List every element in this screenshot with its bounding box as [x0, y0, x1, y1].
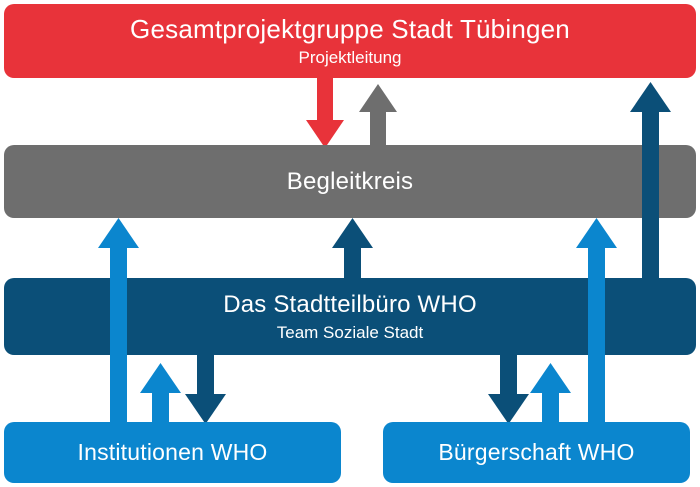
box-begleitkreis-title: Begleitkreis: [286, 167, 414, 195]
arrow-buergerschaft-to-begleitkreis-overlay: [588, 276, 605, 358]
box-institutionen-title: Institutionen WHO: [77, 439, 268, 466]
arrow-stadtteilbuero-to-institutionen: [185, 348, 226, 424]
arrow-stadtteilbuero-to-gesamtprojektgruppe: [630, 82, 671, 325]
arrow-institutionen-to-begleitkreis-overlay: [110, 276, 127, 358]
arrow-institutionen-to-stadtteilbuero: [140, 363, 181, 429]
box-stadtteilbuero-title: Das Stadtteilbüro WHO: [223, 290, 477, 318]
arrow-stadtteilbuero-to-begleitkreis-center: [332, 218, 373, 285]
arrow-gesamtprojektgruppe-to-begleitkreis: [306, 70, 344, 148]
box-institutionen[interactable]: Institutionen WHO: [4, 422, 341, 483]
arrow-begleitkreis-to-gesamtprojektgruppe: [359, 84, 397, 153]
box-begleitkreis[interactable]: Begleitkreis: [4, 145, 696, 218]
box-gesamtprojektgruppe-subtitle: Projektleitung: [298, 47, 402, 67]
box-buergerschaft-title: Bürgerschaft WHO: [438, 439, 635, 466]
arrow-stadtteilbuero-to-buergerschaft: [488, 348, 529, 424]
arrow-buergerschaft-to-stadtteilbuero: [530, 363, 571, 429]
box-buergerschaft[interactable]: Bürgerschaft WHO: [383, 422, 690, 483]
box-gesamtprojektgruppe-title: Gesamtprojektgruppe Stadt Tübingen: [130, 13, 570, 44]
box-gesamtprojektgruppe[interactable]: Gesamtprojektgruppe Stadt Tübingen Proje…: [4, 4, 696, 78]
box-stadtteilbuero-subtitle: Team Soziale Stadt: [276, 322, 424, 342]
